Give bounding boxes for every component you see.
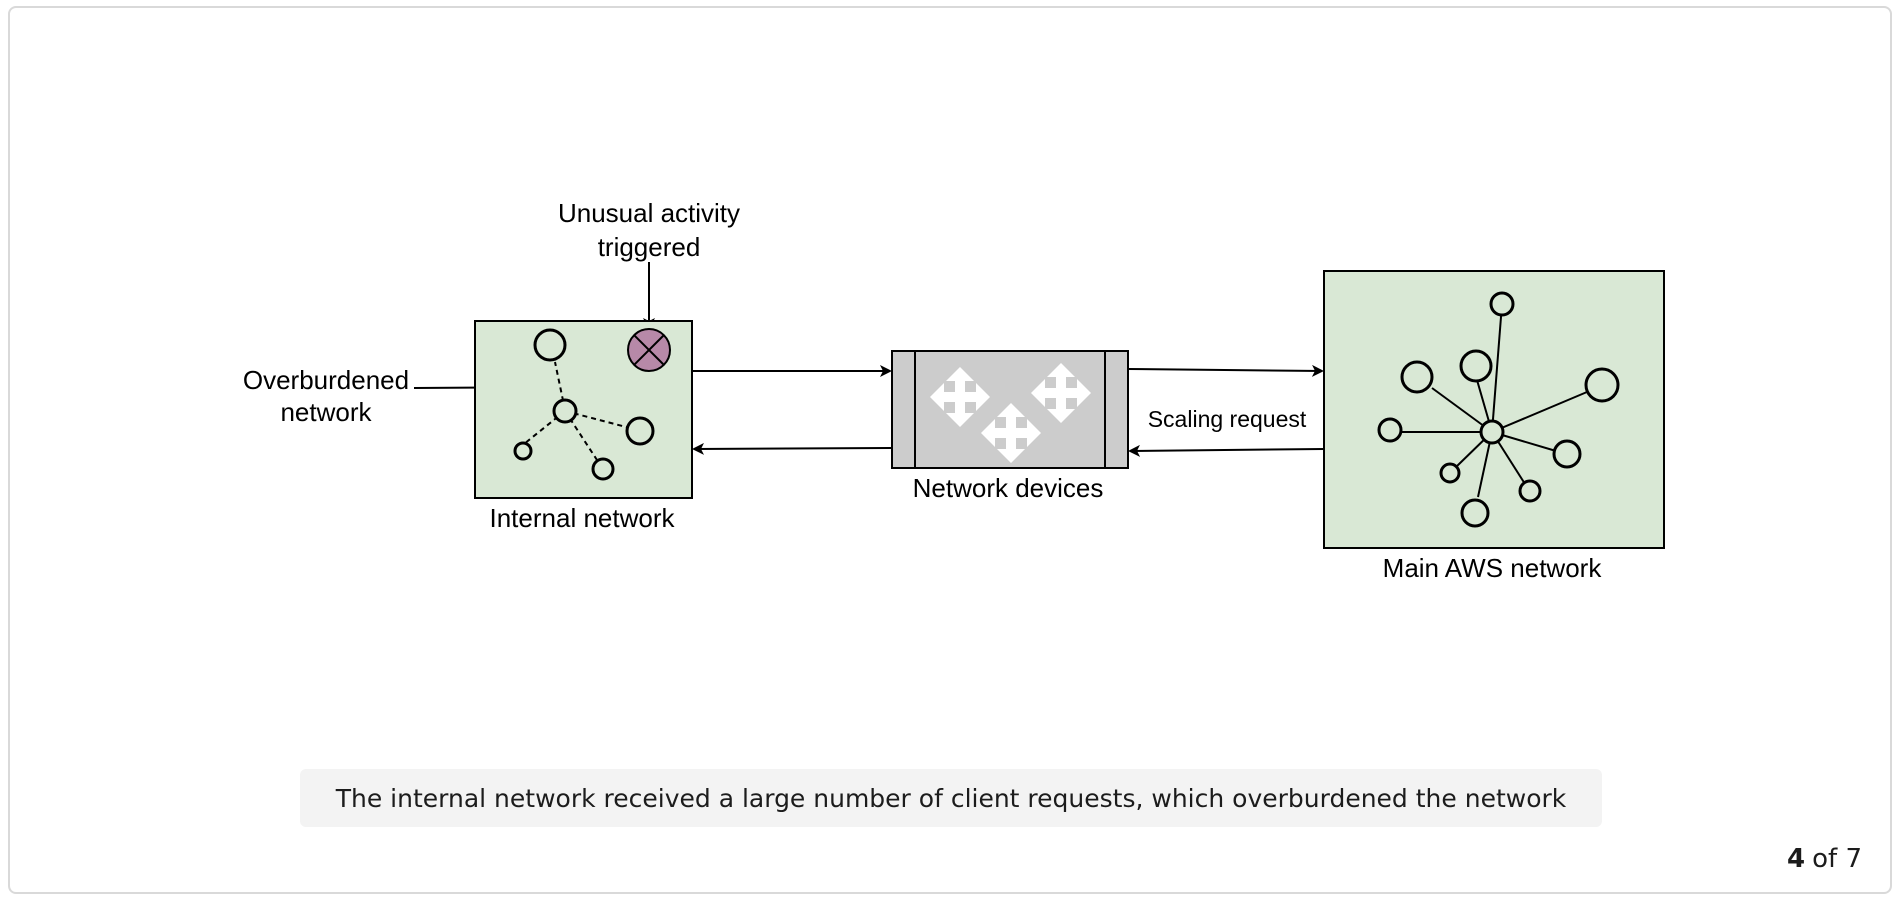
unusual-activity-label-line2: triggered <box>598 232 701 262</box>
pager-current: 4 <box>1787 844 1806 874</box>
router-move-icon-3 <box>981 403 1041 463</box>
network-devices-label: Network devices <box>913 473 1104 503</box>
slide-pager: 4 of 7 <box>1787 844 1862 874</box>
main-aws-network-box <box>1323 270 1665 549</box>
overburdened-label-line2: network <box>280 397 372 427</box>
caption-text: The internal network received a large nu… <box>335 783 1567 813</box>
arrow-aws-to-devices <box>1128 444 1325 457</box>
arrow-devices-to-internal <box>692 442 893 455</box>
main-aws-network-label: Main AWS network <box>1383 553 1603 583</box>
unusual-activity-label-line1: Unusual activity <box>558 198 740 228</box>
overburdened-label-line1: Overburdened <box>243 365 409 395</box>
arrow-devices-to-aws <box>1127 364 1324 377</box>
internal-network-label: Internal network <box>490 503 676 533</box>
scaling-request-label: Scaling request <box>1148 406 1307 432</box>
slide-caption: The internal network received a large nu… <box>300 769 1602 827</box>
pager-total: of 7 <box>1812 844 1862 874</box>
router-move-icon-2 <box>1031 363 1091 423</box>
router-move-icon-1 <box>930 367 990 427</box>
alert-x-icon <box>627 328 671 372</box>
